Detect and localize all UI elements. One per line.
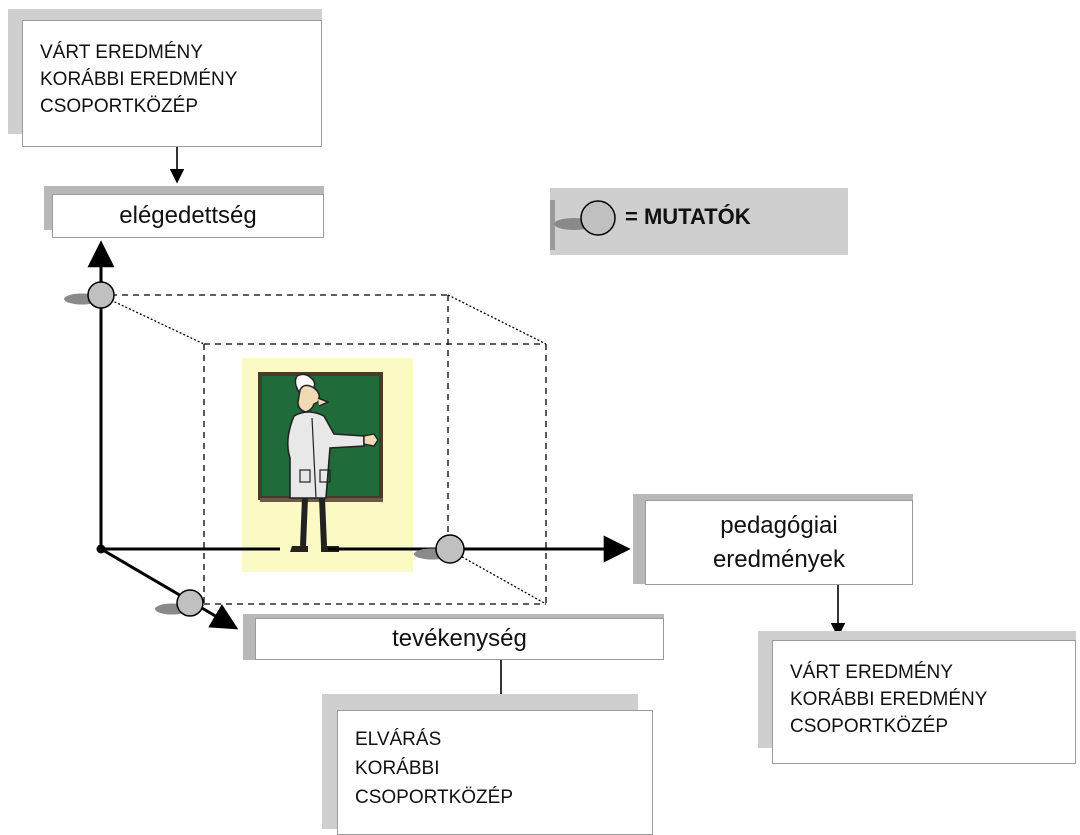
box-line: CSOPORTKÖZÉP bbox=[790, 716, 949, 737]
expected-results-box-top: VÁRT EREDMÉNY KORÁBBI EREDMÉNY CSOPORTKÖ… bbox=[22, 20, 322, 147]
legend: = MUTATÓK bbox=[550, 188, 848, 255]
box-line: VÁRT EREDMÉNY bbox=[790, 662, 953, 683]
axes-origin-dot bbox=[96, 544, 106, 554]
box-line: KORÁBBI EREDMÉNY bbox=[790, 689, 988, 710]
indicator-circle-icon bbox=[155, 589, 204, 617]
box-line: VÁRT EREDMÉNY bbox=[40, 42, 203, 63]
box-line: KORÁBBI EREDMÉNY bbox=[40, 69, 238, 90]
teacher-at-blackboard-icon bbox=[258, 372, 383, 552]
indicator-circle-icon bbox=[64, 281, 115, 309]
axis-label-text: tevékenység bbox=[392, 625, 527, 652]
indicator-circle-icon bbox=[550, 200, 616, 250]
axis-label-text-line2: eredmények bbox=[712, 545, 846, 573]
expected-results-box-right: VÁRT EREDMÉNY KORÁBBI EREDMÉNY CSOPORTKÖ… bbox=[772, 640, 1076, 764]
teacher-picture bbox=[242, 358, 413, 572]
legend-text: = MUTATÓK bbox=[625, 204, 751, 229]
diagonal-axis bbox=[100, 547, 239, 630]
box-line: CSOPORTKÖZÉP bbox=[355, 787, 514, 808]
axis-label-text: elégedettség bbox=[119, 202, 257, 229]
box-line: KORÁBBI bbox=[355, 758, 440, 779]
indicators bbox=[64, 281, 465, 617]
axis-label-text-line1: pedagógiai bbox=[720, 511, 838, 539]
expectation-box-bottom: ELVÁRÁS KORÁBBI CSOPORTKÖZÉP bbox=[337, 710, 653, 835]
axis-label-satisfaction: elégedettség bbox=[52, 194, 324, 238]
indicator-circle-icon bbox=[414, 534, 465, 564]
axis-label-pedagogical-results: pedagógiai eredmények bbox=[645, 500, 913, 585]
dashed-cube bbox=[99, 294, 547, 605]
box-line: CSOPORTKÖZÉP bbox=[40, 96, 199, 117]
axis-label-activity: tevékenység bbox=[255, 618, 664, 660]
box-line: ELVÁRÁS bbox=[355, 729, 442, 750]
